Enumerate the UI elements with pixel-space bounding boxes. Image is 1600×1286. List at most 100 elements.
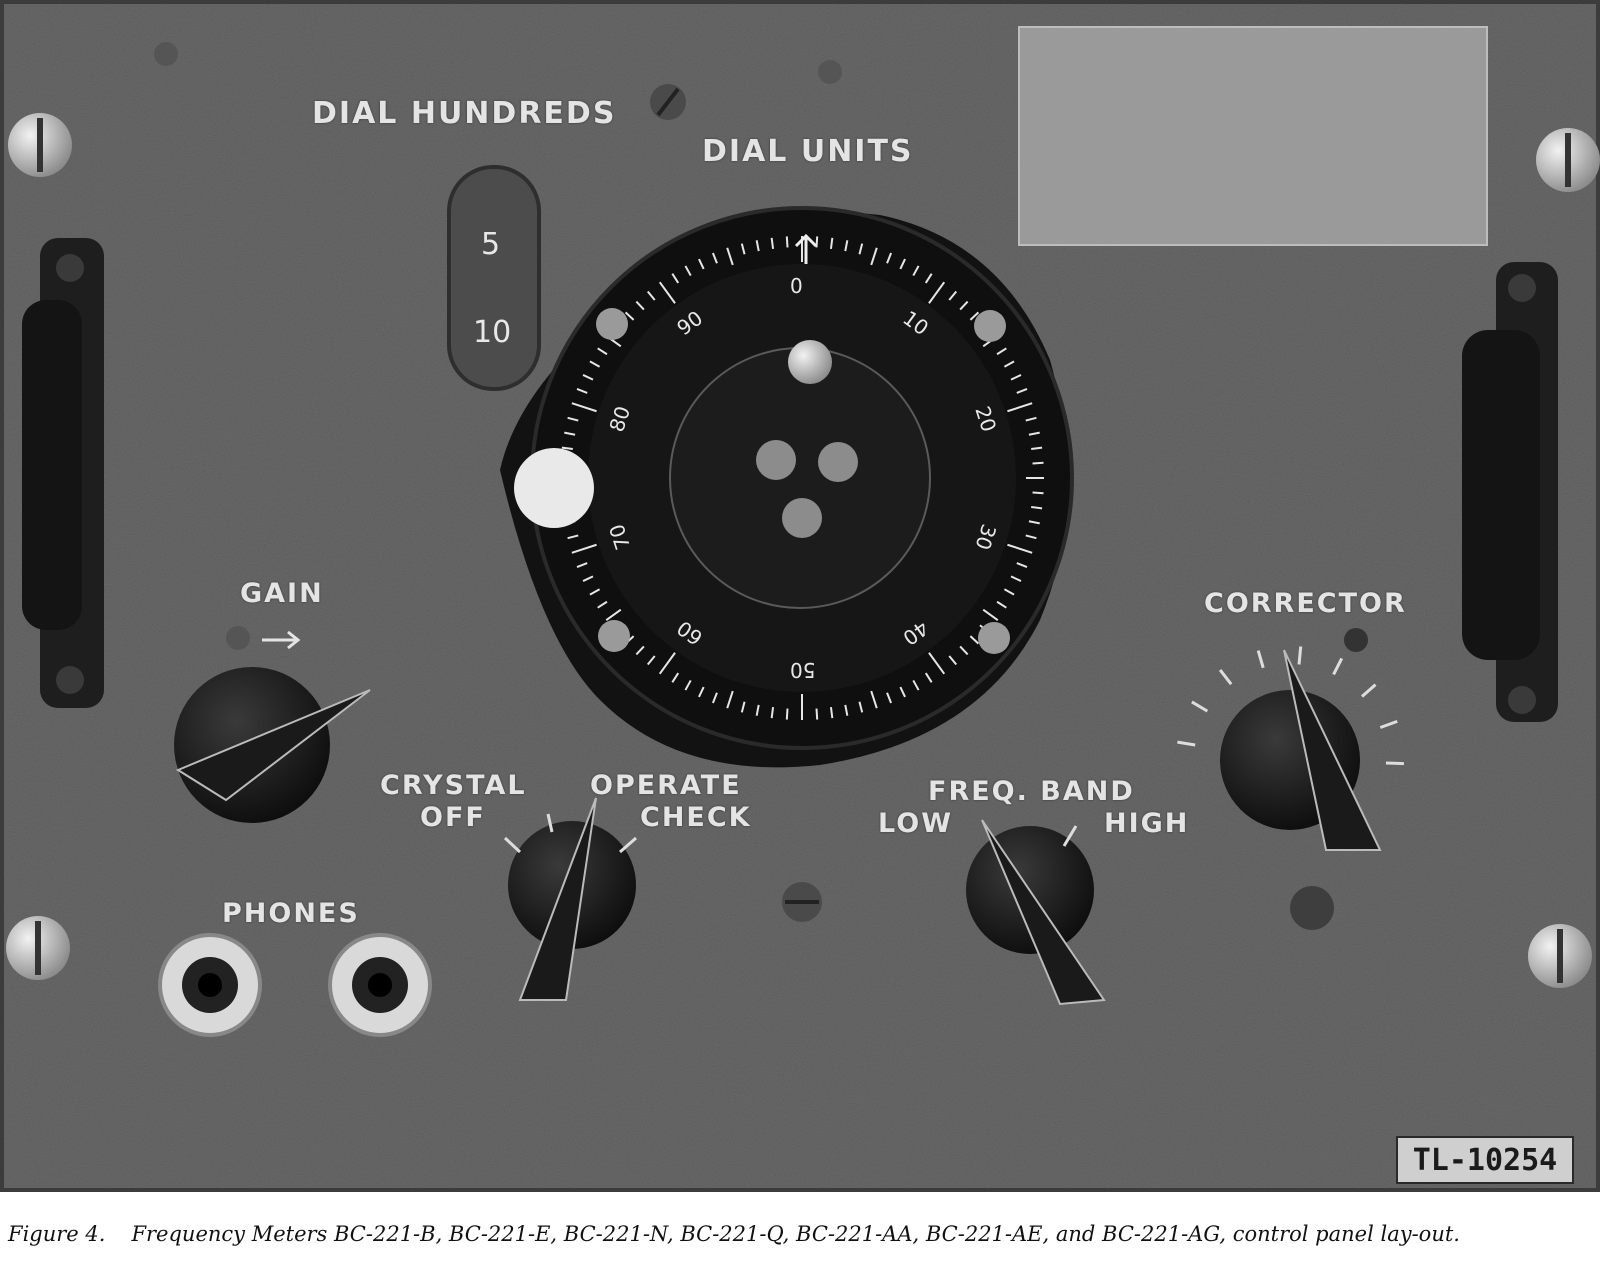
freq-band-knob bbox=[966, 819, 1106, 1006]
corrector-tick bbox=[1379, 719, 1398, 729]
dial-number: 50 bbox=[790, 658, 816, 682]
dial-tick bbox=[755, 704, 760, 716]
dial-tick bbox=[567, 416, 579, 422]
dial-tick bbox=[635, 645, 645, 656]
figure-caption: Figure 4.Frequency Meters BC-221-B, BC-2… bbox=[8, 1222, 1598, 1246]
manufacturer-nameplate bbox=[1018, 26, 1488, 246]
dial-tick bbox=[886, 252, 893, 264]
dial-tick bbox=[671, 672, 680, 683]
dial-tick bbox=[684, 265, 692, 277]
dial-tick bbox=[1010, 374, 1022, 381]
corrector-tick bbox=[1177, 740, 1196, 747]
dial-tick bbox=[711, 692, 718, 704]
dial-tick bbox=[770, 707, 775, 719]
dial-tick bbox=[561, 446, 573, 451]
dial-tick bbox=[1003, 588, 1015, 596]
dial-tick bbox=[899, 258, 906, 270]
dial-tick bbox=[1007, 402, 1033, 413]
dial-tick bbox=[726, 247, 734, 266]
dial-tick bbox=[829, 707, 834, 719]
dial-tick bbox=[785, 236, 789, 248]
dial-number: 0 bbox=[790, 274, 803, 298]
corrector-tick bbox=[1218, 669, 1233, 686]
dial-tick bbox=[844, 240, 849, 252]
dial-tick bbox=[635, 300, 645, 311]
crystal-switch-knob bbox=[503, 797, 637, 1001]
dial-tick bbox=[1016, 387, 1028, 394]
phones-jacks bbox=[158, 933, 432, 1037]
dial-tick bbox=[571, 543, 597, 554]
left-handle bbox=[22, 238, 104, 708]
label-check: CHECK bbox=[640, 802, 752, 833]
vernier-number-10: 10 bbox=[473, 315, 512, 350]
dial-tick bbox=[589, 588, 601, 596]
dial-tick bbox=[726, 690, 734, 709]
label-low: LOW bbox=[878, 808, 953, 839]
dial-tick bbox=[928, 281, 946, 304]
dial-tick bbox=[1031, 505, 1043, 510]
dial-tick bbox=[582, 374, 594, 381]
main-dial bbox=[500, 206, 1074, 768]
dial-tick bbox=[605, 608, 622, 622]
dial-tick bbox=[624, 311, 635, 321]
dial-tick bbox=[959, 300, 969, 311]
right-handle bbox=[1462, 262, 1558, 722]
dial-tick bbox=[1025, 534, 1037, 540]
label-off: OFF bbox=[420, 802, 486, 833]
corrector-tick bbox=[1191, 700, 1209, 713]
dial-tick bbox=[1010, 575, 1022, 582]
dial-tick bbox=[1003, 360, 1015, 368]
label-dial-units: DIAL UNITS bbox=[702, 134, 914, 169]
label-dial-hundreds: DIAL HUNDREDS bbox=[312, 96, 617, 131]
dial-tick bbox=[684, 679, 692, 691]
dial-tick bbox=[996, 600, 1007, 609]
dial-tick bbox=[589, 360, 601, 368]
dial-tick bbox=[886, 692, 893, 704]
dial-tick bbox=[658, 281, 676, 304]
dial-tick bbox=[711, 252, 718, 264]
dial-tick bbox=[658, 652, 676, 675]
dial-tick bbox=[858, 243, 864, 255]
dial-tick bbox=[646, 290, 656, 301]
dial-tick bbox=[770, 237, 775, 249]
dial-tick bbox=[1032, 461, 1044, 465]
label-crystal: CRYSTAL bbox=[380, 770, 527, 801]
dial-tick bbox=[959, 645, 969, 656]
dial-tick bbox=[928, 652, 946, 675]
vernier-number-5: 5 bbox=[481, 227, 501, 262]
corrector-tick bbox=[1385, 761, 1404, 766]
corrector-tick bbox=[1256, 650, 1265, 669]
dial-tick bbox=[1028, 520, 1040, 525]
dial-tick bbox=[924, 273, 933, 284]
dial-tick bbox=[1016, 562, 1028, 569]
caption-figure-number: Figure 4. bbox=[8, 1222, 106, 1246]
control-panel-photo: 5 10 DIAL HUNDREDS DIAL UNITS GAIN CORRE… bbox=[0, 0, 1600, 1192]
dial-tick bbox=[924, 672, 933, 683]
dial-tick bbox=[740, 243, 746, 255]
dial-tick bbox=[698, 258, 705, 270]
label-high: HIGH bbox=[1104, 808, 1190, 839]
dial-tick bbox=[1007, 543, 1033, 554]
dial-tick bbox=[899, 686, 906, 698]
dial-tick bbox=[815, 236, 819, 248]
dial-tick bbox=[870, 690, 878, 709]
dial-tick bbox=[564, 431, 576, 436]
dial-tick bbox=[671, 273, 680, 284]
dial-tick bbox=[1025, 416, 1037, 422]
dial-tick bbox=[755, 240, 760, 252]
label-corrector: CORRECTOR bbox=[1204, 588, 1407, 619]
dial-tick bbox=[785, 708, 789, 720]
dial-tick bbox=[912, 679, 920, 691]
dial-tick bbox=[571, 402, 597, 413]
dial-tick bbox=[844, 704, 849, 716]
dial-tick bbox=[858, 701, 864, 713]
dial-tick bbox=[815, 708, 819, 720]
dial-tick bbox=[740, 701, 746, 713]
dial-tick bbox=[1032, 491, 1044, 495]
dial-tick bbox=[646, 655, 656, 666]
dial-tick bbox=[870, 247, 878, 266]
dial-tick bbox=[576, 562, 588, 569]
dial-tick bbox=[969, 635, 980, 645]
dial-tick bbox=[1028, 431, 1040, 436]
dial-tick bbox=[567, 534, 579, 540]
